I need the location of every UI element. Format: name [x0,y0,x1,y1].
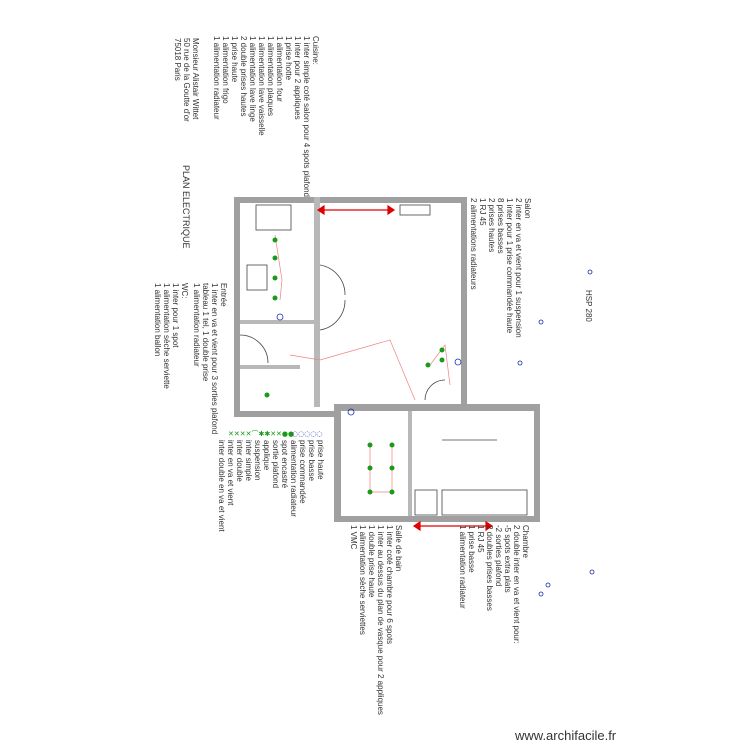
note-line: 1 alimentation frigo [221,36,230,104]
owner-street: 50 rue de la Goutte d'or [182,38,191,122]
note-line: 1 prise hotte [284,36,293,81]
sdb-notes: Salle de bain 1 inter coté chambre pour … [348,525,403,715]
note-line: 1 alimentation radiateur [458,525,467,609]
note-line: 2 alimentations radiateurs [469,198,478,290]
legend-item: inter en va et vient [226,440,235,506]
ceiling-height: HSP 280 [584,290,593,322]
note-line: 1 RJ 45 [478,198,487,226]
legend-item: suspension [253,440,262,481]
note-line: 1 inter simple coté salon pour 4 spots p… [302,36,311,197]
note-line: 1 alimentation lave linge [248,36,257,122]
note-line: 1 VMC [349,525,358,550]
note-line: 1 double prise haute [367,525,376,598]
owner-name: Monsieur Alistair Wittet [191,38,200,120]
cuisine-notes: Cuisine: 1 inter simple coté salon pour … [212,36,320,206]
note-line: 1 alimentation plaques [266,36,275,117]
svg-text:✕✕✕✕⌒✱✱✕✕●●: ✕✕✕✕⌒✱✱✕✕●● [228,430,294,438]
svg-text:◌◌◌◌◌: ◌◌◌◌◌ [292,430,323,438]
note-line: 1 alimentation radiateur [192,283,201,367]
note-line: 2 prises hautes [487,198,496,253]
note-line: 1 alimentation lave vaisselle [257,36,266,136]
legend-item: inter double [235,440,244,482]
note-line: 1 RJ 45 [476,525,485,553]
dimension-lines [316,204,494,532]
note-line: 1 alimentation sèche serviettes [358,525,367,635]
note-line: 1 alimentation sèche serviette [162,283,171,389]
note-line: Salon [523,198,532,219]
legend-symbols: ✕✕✕✕⌒✱✱✕✕●● ◌◌◌◌◌ [228,430,323,438]
salon-notes: Salon 2 inter en va et vient pour 1 susp… [469,198,532,338]
note-line: 2 inter en va et vient pour 1 suspension [514,198,523,338]
note-line: 1 prise basse [467,525,476,573]
electric-symbols [264,237,445,495]
note-line: 1 alimentation radiateur [212,36,221,120]
wc-notes: WC: 1 inter pour 1 spot 1 alimentation s… [153,283,189,389]
note-line: tableau 1 tel, 1 double prise [201,283,210,382]
note-line: Salle de bain [394,525,403,572]
legend-item: inter simple [244,440,253,481]
note-line: 1 inter coté chambre pour 6 spots [385,525,394,645]
entree-notes: Entrée 1 inter en va et vient pour 3 sor… [192,283,228,434]
legend-item: prise basse [307,440,316,481]
note-line: 2 doubles prises basses [485,525,494,611]
note-line: 1 inter pour 2 appliques [293,36,302,120]
walls [234,197,540,522]
note-line: Entrée [219,283,228,307]
legend-item: spot encastré [280,440,289,489]
legend-item: inter double en va et vient [217,440,226,532]
note-line: 1 inter en va et vient pour 3 sorties pl… [210,283,219,435]
legend: prise haute prise basse prise commandée … [217,440,325,532]
note-line: 1 alimentation ballon [153,283,162,357]
note-line: -5 spots extra plats [503,525,512,593]
owner-city: 75018 Paris [173,38,182,81]
note-line: 1 alimentation four [275,36,284,102]
legend-item: alimentation radiateur [289,440,298,517]
note-line: 2 double prises hautes [239,36,248,117]
legend-item: prise haute [316,440,325,480]
note-line: 1 inter pour 1 spot [171,283,180,348]
fixtures [239,204,528,516]
owner-address: Monsieur Alistair Wittet 50 rue de la Go… [170,38,200,122]
note-line: Chambre [521,525,530,558]
note-line: 1 prise haute [230,36,239,83]
switch-symbols [276,269,595,597]
note-line: 1 inter pour 1 prise commandée haute [505,198,514,334]
watermark: www.archifacile.fr [515,728,617,743]
legend-item: prise commandée [298,440,307,504]
page-title: PLAN ELECTRIQUE [181,165,191,249]
legend-item: applique [262,440,271,471]
note-line: 1 inter au dessus du plan de vasque pour… [376,525,385,715]
legend-item: sortie plafond [271,440,280,489]
note-line: 2 double inter en va et vient pour: [512,525,521,644]
note-line: Cuisine: [311,36,320,65]
chambre-notes: Chambre 2 double inter en va et vient po… [458,525,530,644]
note-line: 8 prises basses [496,198,505,254]
note-line: -2 sorties plafond [494,525,503,587]
note-line: WC: [180,283,189,299]
